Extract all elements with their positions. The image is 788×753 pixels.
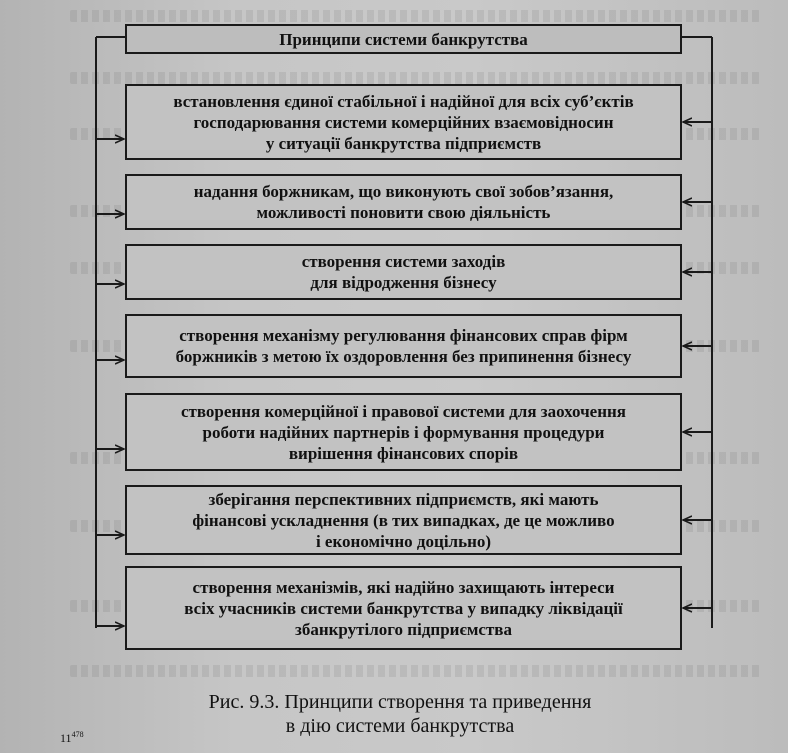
bleed-through-text: [70, 72, 760, 84]
bleed-through-text: [70, 665, 760, 677]
diagram-title-box: Принципи системи банкрутства: [125, 24, 682, 54]
bleed-through-text: [70, 10, 760, 22]
principle-box-7: створення механізмів, які надійно захища…: [125, 566, 682, 650]
principle-box-1: встановлення єдиної стабільної і надійно…: [125, 84, 682, 160]
arrows: [96, 122, 712, 626]
principle-box-6: зберігання перспективних підприємств, як…: [125, 485, 682, 555]
principle-box-2: надання боржникам, що виконують свої зоб…: [125, 174, 682, 230]
figure-caption: Рис. 9.3. Принципи створення та приведен…: [208, 691, 592, 737]
principle-box-5: створення комерційної і правової системи…: [125, 393, 682, 471]
principle-box-3: створення системи заходів для відродженн…: [125, 244, 682, 300]
page-number: 11478: [60, 730, 84, 745]
principle-box-4: створення механізму регулювання фінансов…: [125, 314, 682, 378]
